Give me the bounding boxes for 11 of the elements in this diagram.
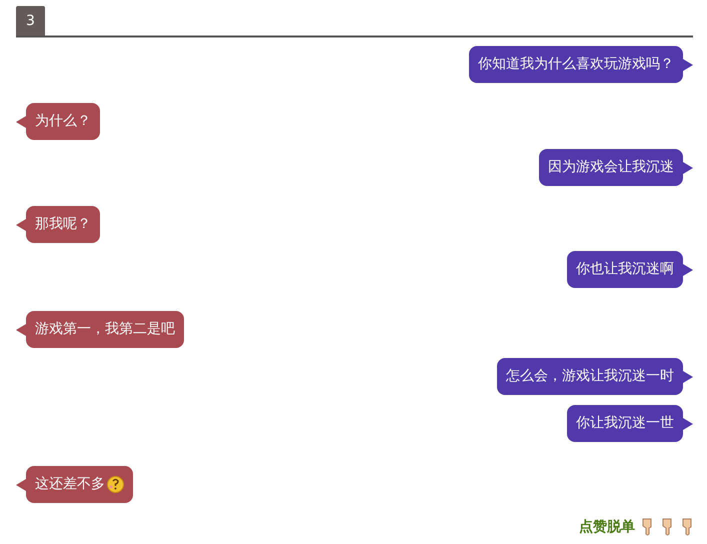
message-text: 你知道我为什么喜欢玩游戏吗？: [478, 55, 674, 74]
message-text: 你让我沉迷一世: [576, 414, 674, 433]
message-text: 游戏第一，我第二是吧: [35, 320, 175, 339]
message-text: 那我呢？: [35, 215, 91, 234]
message-text: 怎么会，游戏让我沉迷一时: [506, 367, 674, 386]
message-text: 你也让我沉迷啊: [576, 260, 674, 279]
message-text: 这还差不多: [35, 475, 105, 494]
footer-text: 点赞脱单: [579, 518, 635, 536]
message-text: 因为游戏会让我沉迷: [548, 158, 674, 177]
tab-number: 3: [16, 6, 45, 36]
message-text: 为什么？: [35, 112, 91, 131]
